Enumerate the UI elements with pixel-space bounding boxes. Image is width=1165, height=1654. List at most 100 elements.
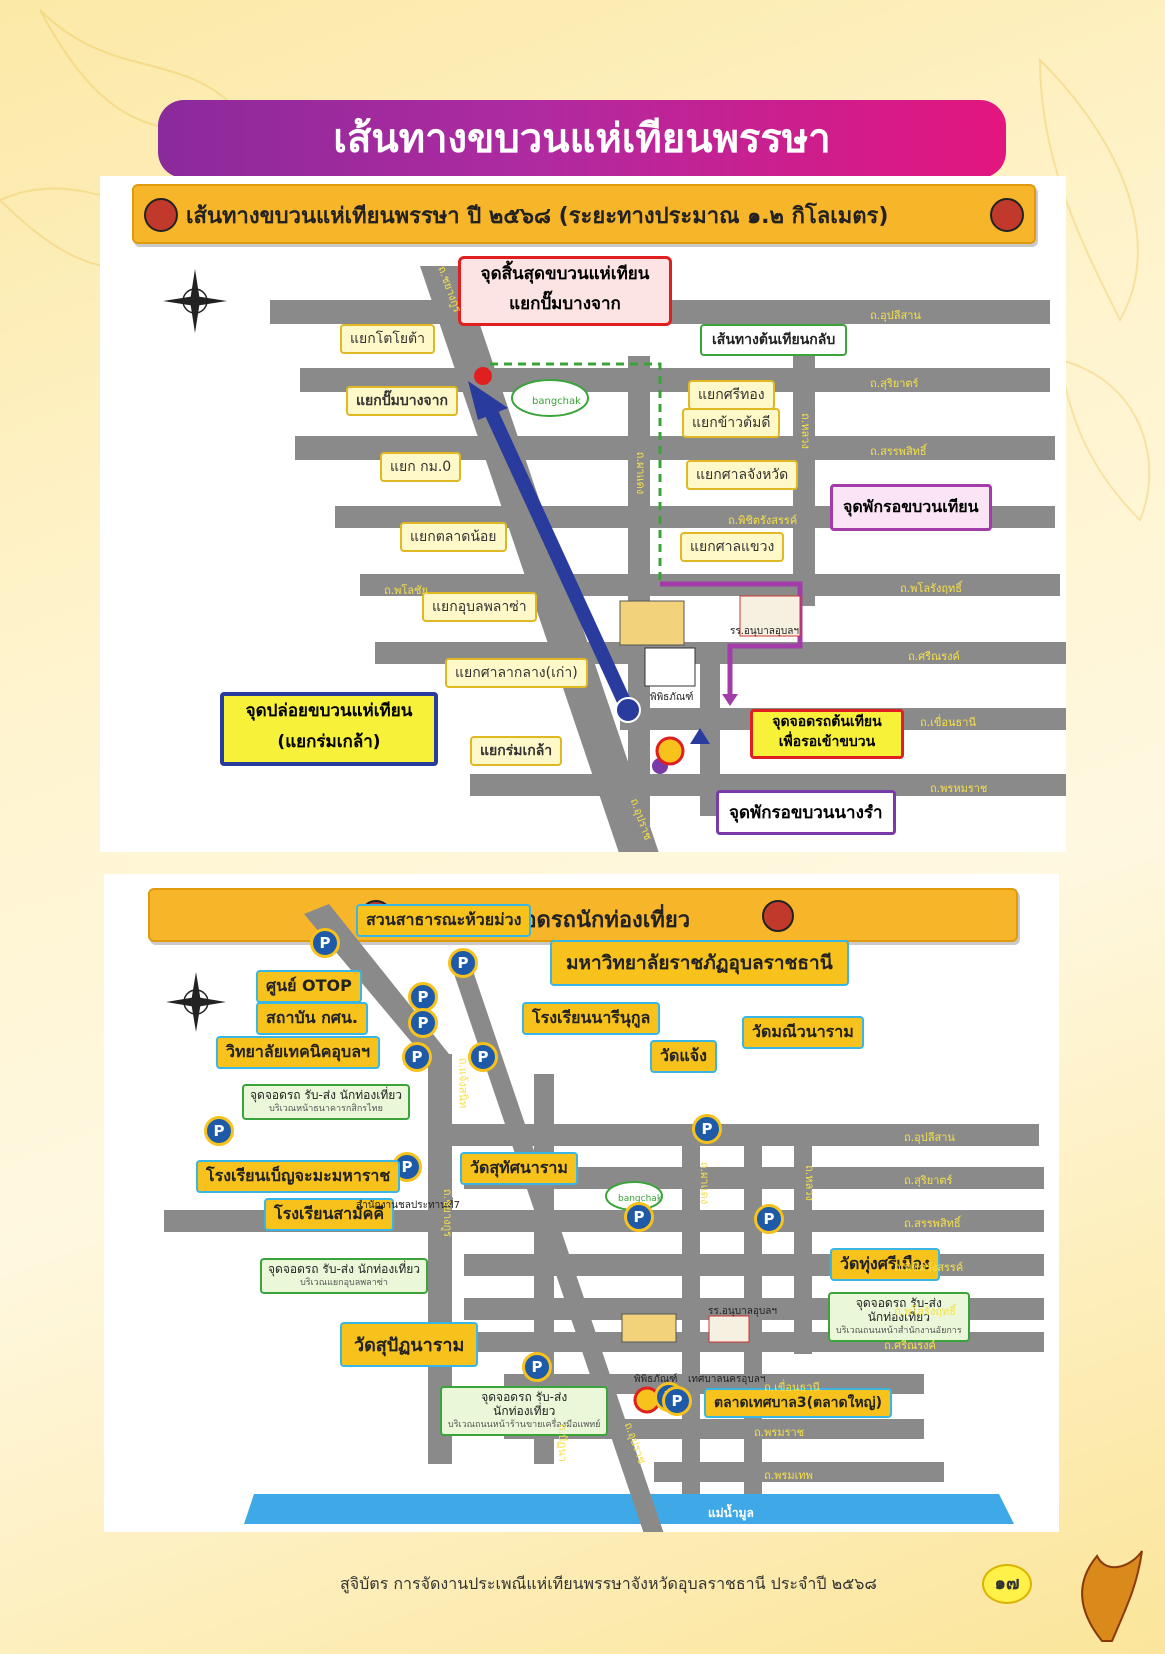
footer-text: สูจิบัตร การจัดงานประเพณีแห่เทียนพรรษาจั… — [340, 1574, 877, 1593]
parking-icon: P — [402, 1042, 432, 1072]
page-number: ๑๗ — [982, 1564, 1032, 1604]
parking-icon: P — [522, 1352, 552, 1382]
road-label: ถ.พรหมราช — [930, 782, 988, 795]
junction-label: แยกร่มเกล้า — [470, 736, 563, 766]
parking-icon: P — [692, 1114, 722, 1144]
parking-label: โรงเรียนสามัคคี — [264, 1198, 395, 1231]
junction-label: แยกอุบลพลาซ่า — [422, 592, 537, 622]
parking-label: มหาวิทยาลัยราชภัฏอุบลราชธานี — [550, 940, 849, 986]
parking-label: วัดมณีวนาราม — [742, 1016, 864, 1049]
road-label: ถ.พโลชัย — [384, 584, 428, 597]
parking-icon: P — [448, 948, 478, 978]
parking-label: วัดสุปัฏนาราม — [340, 1322, 479, 1367]
candle-parking-line1: จุดจอดรถต้นเทียน — [772, 714, 882, 730]
svg-text:bangchak: bangchak — [532, 396, 581, 407]
parking-icon: P — [624, 1202, 654, 1232]
road-label: ถ.พิชิตรังสรรค์ — [894, 1261, 964, 1274]
junction-label: แยกตลาดน้อย — [400, 522, 507, 552]
junction-label: แยกศาลแขวง — [680, 532, 785, 562]
dropoff-title: จุดจอดรถ รับ-ส่ง นักท่องเที่ยว — [268, 1262, 420, 1276]
end-point-callout: จุดสิ้นสุดขบวนแห่เทียน แยกปั๊มบางจาก — [458, 256, 672, 326]
shell-station-icon — [655, 736, 685, 766]
procession-route-map: เส้นทางขบวนแห่เทียนพรรษา ปี ๒๕๖๘ (ระยะทา… — [100, 176, 1066, 852]
police-emblem-icon — [144, 198, 178, 232]
end-point-line1: จุดสิ้นสุดขบวนแห่เทียน — [480, 264, 650, 284]
road-label: ถ.พรมเทพ — [764, 1469, 813, 1482]
place-label: สำนักงานชลประทานที่7 — [356, 1200, 460, 1211]
candle-parking-line2: เพื่อรอเข้าขบวน — [778, 734, 876, 750]
road-label: ถ.ศรีณรงค์ — [884, 1339, 936, 1352]
dropoff-title: จุดจอดรถ รับ-ส่ง — [481, 1390, 568, 1404]
route-map-header: เส้นทางขบวนแห่เทียนพรรษา ปี ๒๕๖๘ (ระยะทา… — [132, 184, 1036, 244]
parking-icon: P — [204, 1116, 234, 1146]
junction-label: แยกศาลจังหวัด — [686, 460, 799, 490]
road-label: ถ.พิชิตรังสรรค์ — [728, 514, 798, 527]
place-label: เทศบาลนครอุบลฯ — [688, 1374, 766, 1385]
junction-label: แยกศรีทอง — [688, 380, 775, 410]
svg-text:bangchak: bangchak — [618, 1194, 663, 1204]
parking-label: ศูนย์ OTOP — [256, 970, 362, 1003]
road-label: ถ.สุริยาตร์ — [904, 1174, 953, 1187]
road-label: ถ.ปัฏนา — [556, 1423, 570, 1463]
start-point-callout: จุดปล่อยขบวนแห่เทียน (แยกร่มเกล้า) — [220, 692, 438, 766]
dropoff-title: จุดจอดรถ รับ-ส่ง นักท่องเที่ยว — [250, 1088, 402, 1102]
river-label: แม่น้ำมูล — [708, 1506, 754, 1520]
road-label: ถ.เขื่อนธานี — [920, 716, 976, 729]
school-label: รร.อนุบาลอุบลฯ — [730, 626, 799, 637]
start-point-line1: จุดปล่อยขบวนแห่เทียน — [245, 701, 413, 721]
police-emblem-icon — [762, 900, 794, 932]
parking-label: วัดแจ้ง — [650, 1040, 717, 1073]
road-label: ถ.สรรพสิทธิ์ — [870, 445, 927, 458]
parking-icon: P — [408, 1008, 438, 1038]
dropoff-box: จุดจอดรถ รับ-ส่ง นักท่องเที่ยว บริเวณถนน… — [828, 1292, 970, 1342]
road-label: ถ.อุปลีสาน — [904, 1131, 955, 1144]
dropoff-title: จุดจอดรถ รับ-ส่ง — [855, 1296, 942, 1310]
road-label: ถ.พรมราช — [754, 1426, 805, 1439]
road-label: ถ.ศรีณรงค์ — [908, 650, 960, 663]
road-label: ถ.ผาแดง — [634, 451, 648, 495]
dropoff-title: นักท่องเที่ยว — [867, 1310, 930, 1324]
compass-icon — [163, 269, 227, 333]
route-map-title: เส้นทางขบวนแห่เทียนพรรษา ปี ๒๕๖๘ (ระยะทา… — [186, 204, 889, 229]
parking-icon: P — [310, 928, 340, 958]
road-label: ถ.อุปลีสาน — [870, 309, 921, 322]
page-title-banner: เส้นทางขบวนแห่เทียนพรรษา — [158, 100, 1006, 178]
road-label: ถ.แจ้งสนิท — [456, 1057, 470, 1109]
parking-icon: P — [662, 1386, 692, 1416]
road-label: ถ.ชยางกูร — [441, 1188, 455, 1238]
parking-label: โรงเรียนเบ็ญจะมะมหาราช — [196, 1160, 401, 1193]
dropoff-box: จุดจอดรถ รับ-ส่ง นักท่องเที่ยว บริเวณแยก… — [260, 1258, 428, 1294]
candle-parking-callout: จุดจอดรถต้นเทียน เพื่อรอเข้าขบวน — [750, 709, 904, 759]
dancer-rest-callout: จุดพักรอขบวนนางรำ — [716, 790, 896, 835]
place-label: พิพิธภัณฑ์ — [634, 1374, 678, 1385]
road-label: ถ.สรรพสิทธิ์ — [904, 1217, 961, 1230]
junction-label: แยก กม.0 — [380, 452, 462, 482]
police-emblem-icon — [990, 198, 1024, 232]
parking-label: สถาบัน กศน. — [256, 1002, 368, 1035]
parking-label: วัดทุ่งศรีเมือง — [830, 1248, 940, 1281]
rest-point-callout: จุดพักรอขบวนเทียน — [830, 484, 992, 531]
parking-label: ตลาดเทศบาล3(ตลาดใหญ่) — [704, 1388, 893, 1418]
parking-icon: P — [468, 1042, 498, 1072]
parking-label: โรงเรียนนารีนุกูล — [522, 1002, 661, 1035]
parking-icon: P — [754, 1204, 784, 1234]
return-route-label: เส้นทางต้นเทียนกลับ — [700, 324, 848, 356]
bangchak-station-icon — [511, 379, 589, 417]
road-label: ถ.สุริยาตร์ — [870, 377, 919, 390]
dropoff-box: จุดจอดรถ รับ-ส่ง นักท่องเที่ยว บริเวณถนน… — [440, 1386, 609, 1436]
junction-label: แยกปั๊มบางจาก — [346, 386, 458, 416]
junction-label: แยกข้าวต้มดี — [682, 408, 781, 438]
parking-label: วิทยาลัยเทคนิคอุบลฯ — [216, 1036, 380, 1069]
road-label: ถ.หลวง — [802, 1165, 816, 1201]
dropoff-box: จุดจอดรถ รับ-ส่ง นักท่องเที่ยว บริเวณหน้… — [242, 1084, 410, 1120]
parking-label: วัดสุทัศนาราม — [460, 1152, 578, 1185]
end-point-line2: แยกปั๊มบางจาก — [509, 294, 621, 314]
road-label: ถ.พโลรังฤทธิ์ — [900, 582, 962, 595]
dropoff-location: บริเวณถนนหน้าสำนักงานอัยการ — [836, 1326, 962, 1336]
tourist-parking-map: จุดบริการจอดรถนักท่องเที่ยว — [104, 874, 1059, 1532]
dropoff-location: บริเวณหน้าธนาคารกสิกรไทย — [269, 1104, 383, 1114]
parking-label: สวนสาธารณะห้วยม่วง — [356, 904, 532, 937]
junction-label: แยกศาลากลาง(เก่า) — [445, 658, 588, 688]
start-point-line2: (แยกร่มเกล้า) — [277, 732, 381, 752]
dropoff-location: บริเวณแยกอุบลพลาซ่า — [300, 1278, 388, 1288]
